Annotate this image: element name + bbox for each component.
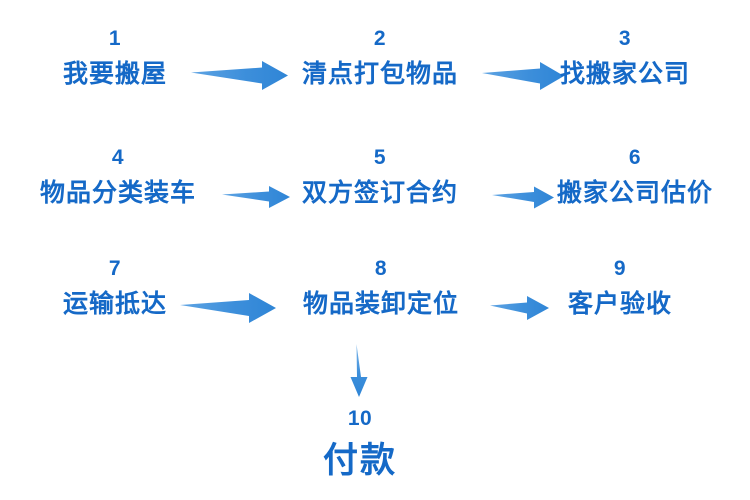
step-node-6[interactable]: 6 搬家公司估价 [557, 147, 713, 206]
arrow-2-to-3-icon [482, 62, 564, 90]
step-label: 运输抵达 [62, 290, 168, 318]
step-node-3[interactable]: 3 找搬家公司 [560, 28, 690, 87]
arrow-5-to-6-icon [492, 186, 554, 209]
step-number: 5 [373, 146, 387, 169]
step-number: 4 [111, 146, 125, 169]
step-node-1[interactable]: 1 我要搬屋 [63, 28, 167, 87]
step-label: 搬家公司估价 [556, 179, 714, 207]
arrow-4-to-5-icon [222, 186, 290, 208]
step-node-10[interactable]: 10 付款 [323, 408, 397, 478]
step-node-4[interactable]: 4 物品分类装车 [40, 147, 196, 206]
step-label: 双方签订合约 [301, 179, 459, 207]
step-label: 付款 [322, 441, 398, 480]
arrow-7-to-8-icon [180, 293, 276, 323]
step-node-8[interactable]: 8 物品装卸定位 [303, 258, 459, 317]
step-label: 客户验收 [567, 290, 673, 318]
step-node-9[interactable]: 9 客户验收 [568, 258, 672, 317]
step-number: 8 [374, 257, 388, 280]
step-node-2[interactable]: 2 清点打包物品 [302, 28, 458, 87]
step-label: 清点打包物品 [301, 60, 459, 88]
step-number: 3 [618, 27, 632, 50]
step-label: 我要搬屋 [62, 60, 168, 88]
step-node-7[interactable]: 7 运输抵达 [63, 258, 167, 317]
step-number: 10 [347, 407, 373, 430]
step-label: 物品装卸定位 [302, 290, 460, 318]
step-number: 1 [108, 27, 122, 50]
arrow-1-to-2-icon [191, 61, 288, 90]
step-number: 2 [373, 27, 387, 50]
step-node-5[interactable]: 5 双方签订合约 [302, 147, 458, 206]
step-label: 物品分类装车 [39, 179, 197, 207]
step-label: 找搬家公司 [559, 60, 691, 88]
step-number: 9 [613, 257, 627, 280]
step-number: 7 [108, 257, 122, 280]
arrow-8-to-9-icon [490, 296, 549, 320]
arrow-8-to-10-icon [350, 344, 368, 397]
step-number: 6 [628, 146, 642, 169]
